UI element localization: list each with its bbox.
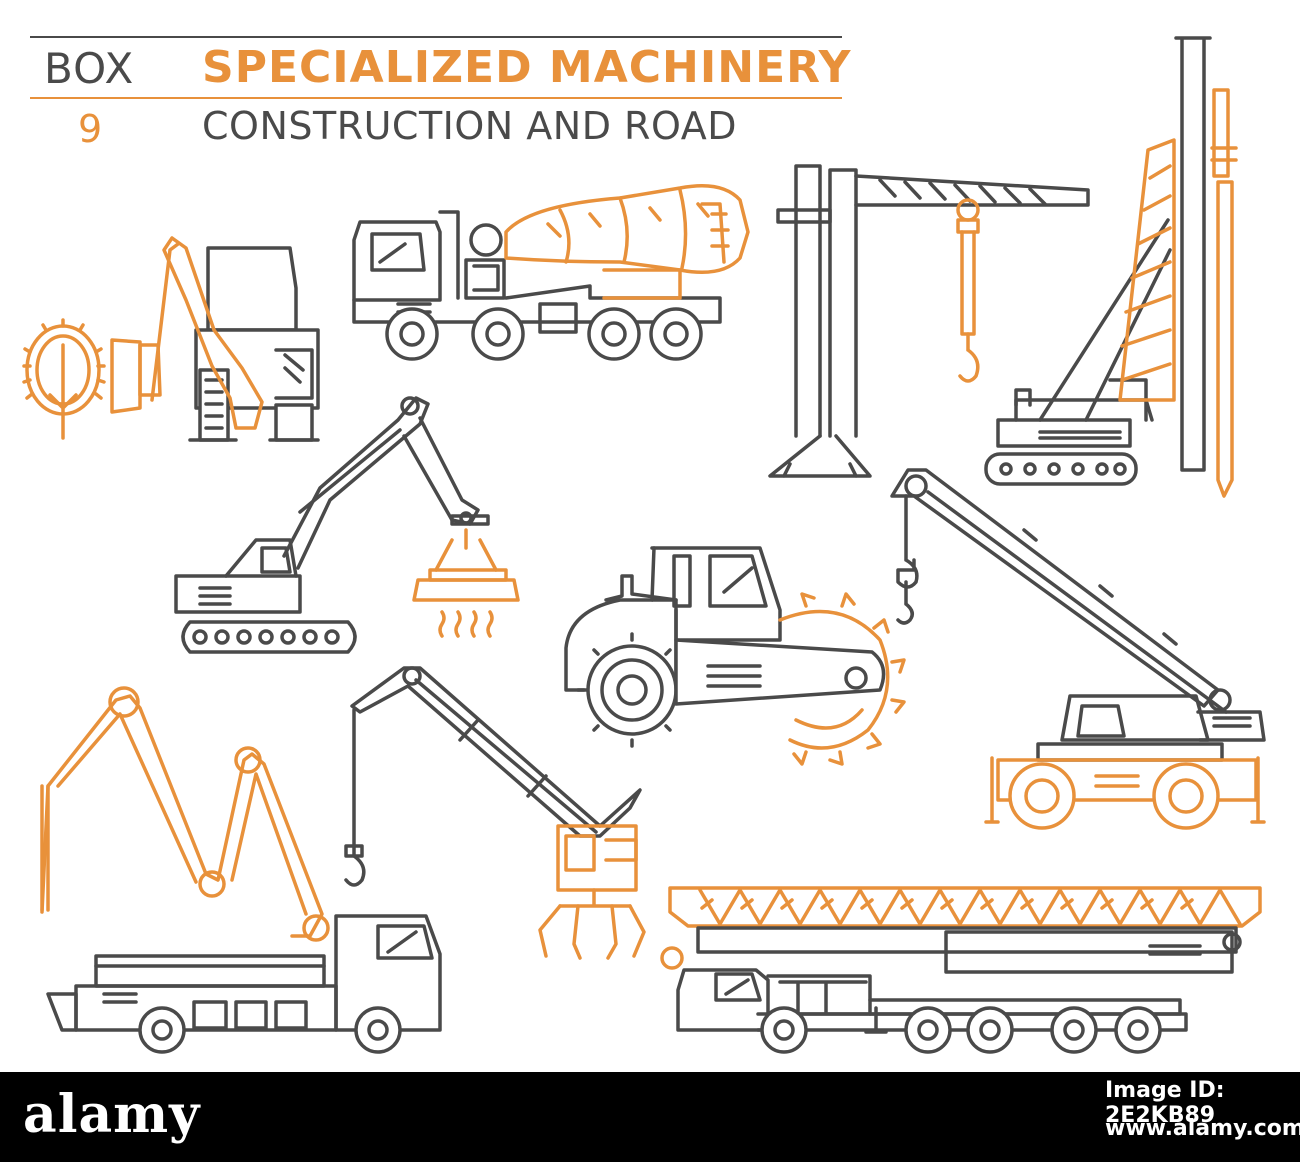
header: BOX 9 SPECIALIZED MACHINERY CONSTRUCTION… bbox=[0, 0, 860, 160]
concrete-mixer-truck-icon bbox=[352, 184, 750, 361]
box-number: 9 bbox=[78, 107, 103, 151]
page-subtitle: CONSTRUCTION AND ROAD bbox=[202, 104, 737, 148]
image-id-text: Image ID: 2E2KB89 bbox=[1105, 1078, 1225, 1128]
watermark-logo: alamy bbox=[23, 1084, 201, 1145]
padfoot-road-roller-icon bbox=[564, 546, 906, 766]
portal-grab-crane-icon bbox=[344, 666, 646, 960]
magnet-excavator-icon bbox=[174, 396, 520, 654]
pile-driver-icon bbox=[984, 36, 1238, 498]
top-divider bbox=[30, 36, 842, 38]
middle-divider bbox=[30, 97, 842, 99]
machinery-illustration bbox=[22, 36, 1266, 1054]
truck-crane-icon bbox=[660, 886, 1262, 1054]
mobile-crane-icon bbox=[890, 468, 1266, 830]
forestry-harvester-icon bbox=[22, 236, 320, 442]
page-title: SPECIALIZED MACHINERY bbox=[202, 42, 852, 93]
tower-crane-icon bbox=[768, 164, 1090, 478]
source-url-text: www.alamy.com bbox=[1105, 1116, 1300, 1141]
concrete-pump-truck-icon bbox=[40, 686, 442, 1054]
box-label: BOX bbox=[44, 44, 135, 93]
stock-photo-footer: alamy Image ID: 2E2KB89 www.alamy.com bbox=[0, 1072, 1300, 1162]
